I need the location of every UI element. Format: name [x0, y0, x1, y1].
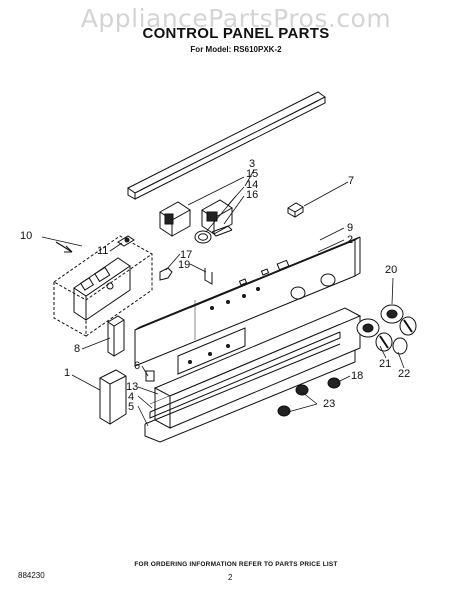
callout-5: 5: [128, 401, 135, 413]
callout-11: 11: [97, 245, 109, 257]
lower-panel-part: [145, 308, 360, 442]
callout-18: 18: [351, 370, 364, 382]
switch-block-left-part: [160, 202, 190, 236]
control-panel-part: [135, 237, 360, 366]
document-number: 884230: [18, 571, 45, 580]
callout-21: 21: [379, 358, 392, 370]
page-title: CONTROL PANEL PARTS: [142, 25, 330, 42]
bracket-part: [108, 316, 124, 356]
callout-4: 4: [128, 391, 135, 403]
knob-side-part: [393, 338, 407, 354]
connector-part: [212, 226, 232, 236]
ordering-note: FOR ORDERING INFORMATION REFER TO PARTS …: [134, 561, 338, 568]
callout-15: 15: [246, 168, 259, 180]
trim-strip-part: [128, 92, 325, 199]
callout-20: 20: [385, 264, 398, 276]
leader-lines: [42, 170, 404, 426]
callout-19: 19: [178, 259, 191, 271]
knob-upper-part: [400, 317, 416, 335]
callout-2: 2: [347, 234, 354, 246]
callout-7: 7: [348, 175, 355, 187]
callout-23: 23: [323, 398, 336, 410]
model-subtitle: For Model: RS610PXK-2: [190, 45, 282, 54]
timer-assembly-part: [54, 236, 152, 336]
watermark-text: AppliancePartsPros.com: [80, 4, 392, 33]
switch-block-right-part: [202, 200, 232, 234]
nut-part: [278, 378, 340, 416]
callout-3: 3: [249, 158, 256, 170]
knob-bezel-lower-part: [357, 319, 379, 337]
callout-6: 6: [134, 360, 141, 372]
end-cap-part: [100, 370, 126, 424]
callout-10: 10: [20, 230, 33, 242]
callout-8: 8: [74, 343, 81, 355]
ring-bezel-part: [195, 231, 211, 243]
callout-1: 1: [64, 367, 71, 379]
knob-bezel-upper-part: [381, 305, 403, 323]
callout-14: 14: [246, 179, 259, 191]
screw-part: [288, 203, 303, 217]
callout-16: 16: [246, 189, 259, 201]
callout-13: 13: [126, 381, 139, 393]
callout-22: 22: [398, 368, 411, 380]
callout-17: 17: [180, 249, 193, 261]
knob-lower-part: [376, 333, 392, 351]
small-clip-part: [146, 371, 154, 381]
callout-9: 9: [347, 222, 354, 234]
page-number: 2: [228, 573, 233, 582]
